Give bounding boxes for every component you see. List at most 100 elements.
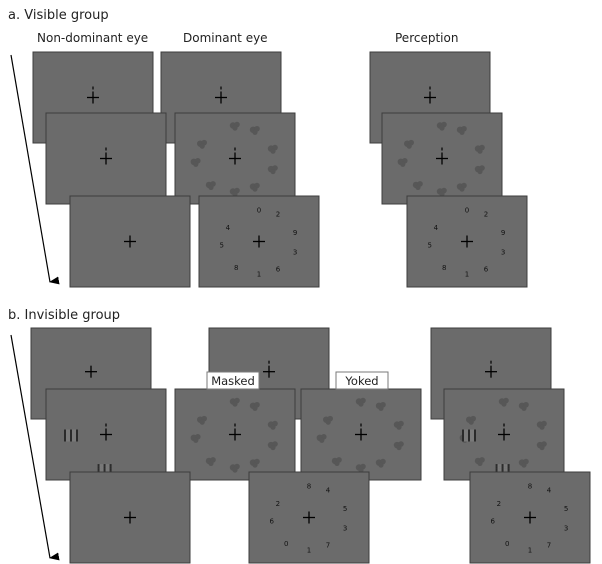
shape-ring bbox=[190, 397, 278, 473]
shape-item bbox=[397, 158, 408, 167]
digit-label: 7 bbox=[326, 542, 330, 550]
screen-a-nondominant-3 bbox=[69, 195, 191, 288]
shape-item bbox=[536, 420, 547, 430]
digit-label: 2 bbox=[497, 500, 501, 508]
digit-label: 2 bbox=[276, 211, 280, 219]
screen-b-perception-2 bbox=[443, 388, 565, 481]
yoked-label: Yoked bbox=[344, 374, 378, 388]
digit-label: 0 bbox=[505, 540, 509, 548]
fixation-cross bbox=[263, 360, 275, 378]
shape-item bbox=[436, 187, 447, 197]
fixation-cross bbox=[124, 511, 136, 524]
fixation-cross bbox=[355, 423, 367, 441]
screen-b-nondominant-2 bbox=[45, 388, 167, 481]
digit-label: 4 bbox=[547, 487, 552, 495]
fixation-cross bbox=[485, 360, 497, 378]
shape-item bbox=[393, 420, 404, 430]
fixation-cross bbox=[229, 423, 241, 441]
shape-item bbox=[205, 181, 216, 190]
yoked-label-box: Yoked bbox=[335, 371, 389, 390]
fixation-cross bbox=[85, 365, 97, 378]
fixation-cross bbox=[87, 86, 99, 104]
digit-label: 8 bbox=[307, 483, 311, 491]
digit-label: 5 bbox=[428, 242, 432, 250]
shape-item bbox=[518, 401, 529, 411]
screen-b-yoked bbox=[300, 388, 422, 481]
panel-b-title: b. Invisible group bbox=[8, 308, 120, 323]
digit-label: 4 bbox=[326, 487, 331, 495]
fixation-cross bbox=[253, 235, 265, 248]
digit-label: 1 bbox=[257, 271, 261, 279]
shape-item bbox=[205, 457, 216, 466]
shape-item bbox=[249, 182, 260, 192]
shape-item bbox=[466, 415, 477, 425]
digit-label: 6 bbox=[270, 518, 275, 526]
digit-label: 8 bbox=[234, 264, 238, 272]
shape-item bbox=[375, 401, 386, 411]
header-dominant-eye: Dominant eye bbox=[183, 31, 268, 45]
digit-label: 2 bbox=[484, 211, 488, 219]
shape-item bbox=[456, 182, 467, 192]
digit-label: 0 bbox=[257, 207, 261, 215]
fixation-cross bbox=[124, 235, 136, 248]
digit-label: 4 bbox=[226, 224, 231, 232]
shape-item bbox=[518, 458, 529, 468]
shape-item bbox=[355, 397, 366, 407]
digit-label: 6 bbox=[276, 266, 281, 274]
masked-label: Masked bbox=[211, 374, 255, 388]
shape-item bbox=[404, 139, 415, 149]
shape-ring bbox=[190, 121, 278, 197]
header-perception: Perception bbox=[395, 31, 458, 45]
screen-a-nondominant-2 bbox=[45, 112, 167, 205]
shape-item bbox=[267, 165, 278, 175]
digit-label: 4 bbox=[434, 224, 439, 232]
shape-item bbox=[267, 441, 278, 451]
time-arrow-b bbox=[10, 334, 60, 561]
shape-ring bbox=[397, 121, 485, 197]
digit-label: 6 bbox=[491, 518, 496, 526]
shape-item bbox=[249, 401, 260, 411]
panel-visible-group: a. Visible group Non-dominant eye Domina… bbox=[8, 8, 528, 288]
digit-label: 0 bbox=[284, 540, 288, 548]
shape-item bbox=[456, 125, 467, 135]
fixation-cross bbox=[303, 511, 315, 524]
fixation-cross bbox=[100, 423, 112, 441]
screen-b-masked bbox=[174, 388, 296, 481]
digit-label: 3 bbox=[343, 525, 347, 533]
digit-label: 5 bbox=[564, 505, 568, 513]
shape-item bbox=[474, 457, 485, 466]
shape-ring bbox=[316, 397, 404, 473]
shape-item bbox=[229, 397, 240, 407]
digit-label: 5 bbox=[220, 242, 224, 250]
fixation-cross bbox=[424, 86, 436, 104]
shape-item bbox=[267, 144, 278, 154]
digit-label: 7 bbox=[547, 542, 551, 550]
shape-item bbox=[229, 463, 240, 473]
digit-label: 3 bbox=[293, 249, 297, 257]
shape-item bbox=[536, 441, 547, 451]
shape-item bbox=[323, 415, 334, 425]
screen-b-nondominant-3 bbox=[69, 471, 191, 564]
digit-label: 3 bbox=[501, 249, 505, 257]
shape-item bbox=[355, 463, 366, 473]
shape-item bbox=[412, 181, 423, 190]
shape-item bbox=[498, 397, 509, 407]
masked-label-box: Masked bbox=[206, 371, 260, 390]
digit-label: 0 bbox=[465, 207, 469, 215]
shape-item bbox=[267, 420, 278, 430]
shape-item bbox=[229, 121, 240, 131]
shape-item bbox=[190, 158, 201, 167]
fixation-cross bbox=[229, 147, 241, 165]
shape-item bbox=[197, 139, 207, 149]
shape-item bbox=[375, 458, 386, 468]
digit-label: 6 bbox=[484, 266, 489, 274]
fixation-cross bbox=[498, 423, 510, 441]
